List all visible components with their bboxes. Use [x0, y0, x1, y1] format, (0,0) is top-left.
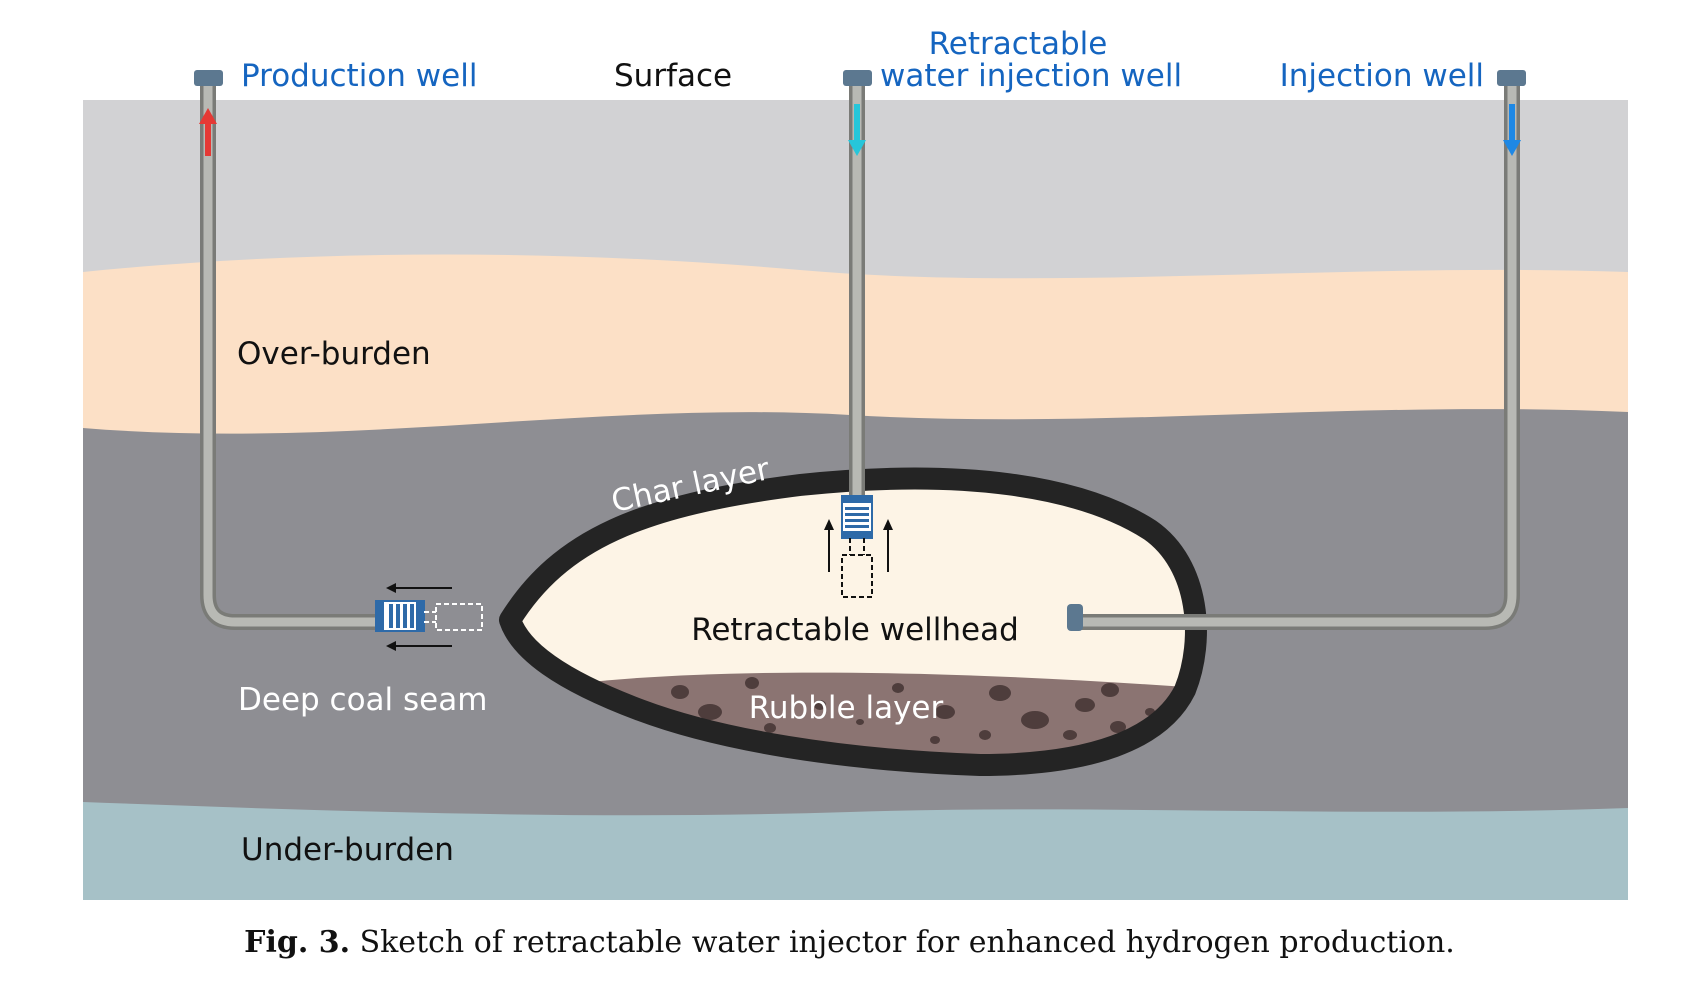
production-well-pipe: [200, 80, 380, 630]
injection-well-pipe: [1075, 80, 1520, 630]
horizontal-wellhead-ghost: [424, 603, 483, 631]
vertical-retractable-wellhead: [841, 495, 873, 539]
water-injection-well-cap: [843, 70, 872, 86]
over-burden-label: Over-burden: [237, 336, 431, 372]
retractable-label-line2: water injection well: [880, 58, 1182, 94]
retract-up-arrows-icon: [824, 519, 893, 572]
production-well-label: Production well: [241, 58, 477, 94]
under-burden-layer: [83, 802, 1628, 900]
retract-left-arrows-icon: [386, 583, 452, 651]
char-layer: [499, 467, 1207, 776]
retractable-wellhead-label: Retractable wellhead: [691, 612, 1019, 648]
water-flow-arrow-icon: [848, 104, 866, 156]
figure-caption: Fig. 3. Sketch of retractable water inje…: [0, 925, 1699, 960]
injection-well-end-cap: [1067, 604, 1083, 631]
injection-well-label: Injection well: [1280, 58, 1484, 94]
figure-caption-text: Sketch of retractable water injector for…: [359, 925, 1455, 960]
rubble-layer-label: Rubble layer: [749, 690, 944, 726]
retractable-label-line1: Retractable: [929, 26, 1108, 62]
horizontal-retractable-wellhead: [375, 600, 425, 632]
surface-label: Surface: [614, 58, 732, 94]
production-well-cap: [194, 70, 223, 86]
injection-well-cap: [1497, 70, 1526, 86]
injection-flow-arrow-icon: [1503, 104, 1521, 156]
under-burden-label: Under-burden: [241, 832, 454, 868]
rubble-layer: [510, 672, 1196, 765]
vertical-wellhead-ghost: [841, 538, 873, 598]
deep-coal-seam-label: Deep coal seam: [238, 682, 487, 718]
figure-number: Fig. 3.: [244, 925, 351, 960]
production-flow-arrow-icon: [199, 108, 217, 156]
